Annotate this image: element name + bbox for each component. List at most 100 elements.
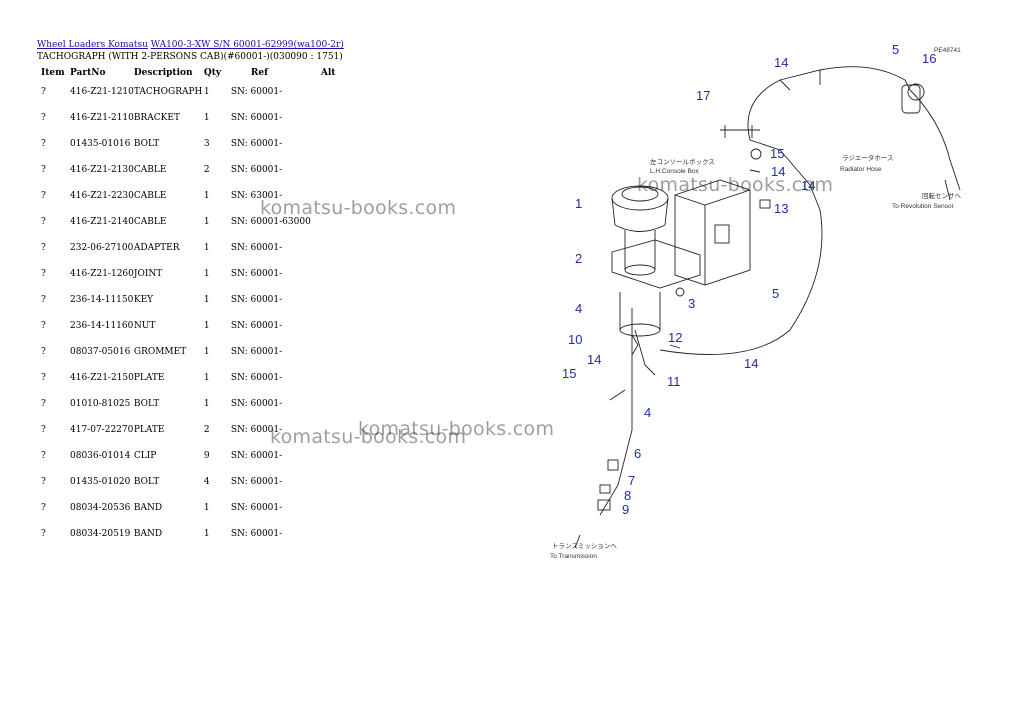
cell-partno: 236-14-11160 [70,321,134,331]
cell-ref: SN: 60001- [230,373,283,383]
callout-15b: 15 [562,366,576,381]
table-header-row: Item PartNo Description Qty Ref Alt [38,66,361,79]
cell-ref: SN: 63001- [230,191,283,201]
cell-ref: SN: 60001- [230,503,283,513]
cell-qty: 3 [203,139,210,149]
cell-alt [321,313,361,339]
cell-item: ? [41,503,46,513]
cell-qty: 1 [203,503,210,513]
cell-qty: 4 [203,477,210,487]
cell-item: ? [41,269,46,279]
cell-description: TACHOGRAPH [133,87,203,97]
cell-item: ? [41,243,46,253]
breadcrumb-link-wheel-loaders[interactable]: Wheel Loaders Komatsu [37,40,148,50]
cell-qty: 1 [203,269,210,279]
cell-item: ? [41,191,46,201]
label-radiator-jp: ラジエータホース [842,153,894,162]
cell-alt [321,261,361,287]
cell-qty: 1 [203,373,210,383]
cell-description: BAND [133,529,163,539]
callout-14d: 14 [744,356,758,371]
cell-description: JOINT [133,269,163,279]
cell-partno: 01435-01020 [70,477,131,487]
cell-item: ? [41,399,46,409]
cell-ref: SN: 60001- [230,113,283,123]
cell-alt [321,365,361,391]
cell-partno: 01010-81025 [70,399,131,409]
label-trans-jp: トランスミッションへ [552,542,617,550]
cell-description: PLATE [133,373,165,383]
cell-alt [321,131,361,157]
cell-alt [321,79,361,105]
cell-ref: SN: 60001- [230,139,283,149]
label-console-en: L.H.Console Box [650,168,700,175]
cell-ref: SN: 60001- [230,451,283,461]
watermark: komatsu-books.com [270,426,467,448]
callout-6: 6 [634,446,641,461]
cell-partno: 416-Z21-1260 [70,269,134,279]
cell-ref: SN: 60001- [230,321,283,331]
callout-1: 1 [575,196,582,211]
callout-17: 17 [696,88,710,103]
callout-16: 16 [922,51,936,66]
label-sensor-jp: 回転センサへ [922,192,962,200]
cell-partno: 08034-20519 [70,529,131,539]
exploded-parts-diagram: 1 2 3 4 4 5 5 6 7 8 9 10 11 12 13 14 14 … [550,42,962,560]
cell-ref: SN: 60001- [230,165,283,175]
cell-qty: 2 [203,165,210,175]
cell-qty: 1 [203,217,210,227]
cell-qty: 1 [203,113,210,123]
cell-ref: SN: 60001- [230,87,283,97]
cell-alt [321,235,361,261]
cell-qty: 1 [203,399,210,409]
header-alt: Alt [320,67,336,78]
callout-15: 15 [770,146,784,161]
cell-partno: 417-07-22270 [70,425,134,435]
cell-alt [321,157,361,183]
cell-ref: SN: 60001-63000 [230,217,311,227]
cell-description: CABLE [133,165,167,175]
cell-qty: 1 [203,295,210,305]
cell-partno: 416-Z21-2230 [70,191,134,201]
header-qty: Qty [203,67,222,78]
cell-alt [321,495,361,521]
cell-item: ? [41,295,46,305]
label-trans-en: To Transmission [550,553,597,560]
cell-description: NUT [133,321,156,331]
cell-partno: 08036-01014 [70,451,131,461]
cell-partno: 416-Z21-2110 [70,113,134,123]
cell-description: KEY [133,295,154,305]
cell-partno: 416-Z21-2150 [70,373,134,383]
cell-description: CLIP [133,451,157,461]
cell-qty: 1 [203,87,210,97]
cell-partno: 01435-01016 [70,139,131,149]
callout-7: 7 [628,473,635,488]
cell-description: BOLT [133,477,160,487]
callout-2: 2 [575,251,582,266]
cell-alt [321,469,361,495]
callout-11: 11 [667,374,681,389]
cell-ref: SN: 60001- [230,295,283,305]
label-console-jp: 左コンソールボックス [650,157,715,166]
callout-5b: 5 [772,286,779,301]
cell-item: ? [41,87,46,97]
cell-item: ? [41,477,46,487]
header-description: Description [133,67,193,78]
breadcrumb-link-model[interactable]: WA100-3-XW S/N 60001-62999(wa100-2r) [150,40,344,50]
cell-item: ? [41,347,46,357]
cell-ref: SN: 60001- [230,269,283,279]
cell-item: ? [41,165,46,175]
callout-10: 10 [568,332,582,347]
cell-partno: 416-Z21-2130 [70,165,134,175]
callout-8: 8 [624,488,631,503]
